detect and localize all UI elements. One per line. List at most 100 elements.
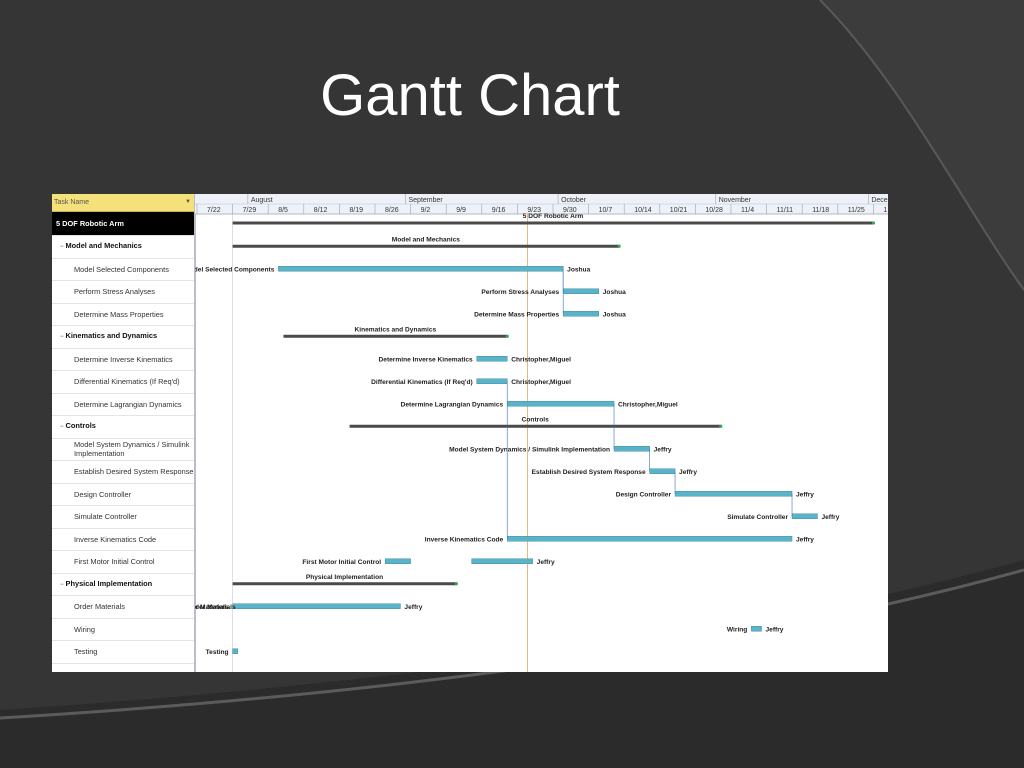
task-row[interactable]: First Motor Initial Control: [52, 551, 194, 574]
task-bar: [476, 378, 508, 384]
task-bar: [232, 603, 401, 609]
task-row[interactable]: −Kinematics and Dynamics: [52, 326, 194, 349]
task-row[interactable]: Differential Kinematics (If Req'd): [52, 371, 194, 394]
bar-label: Inverse Kinematics Code: [425, 536, 504, 543]
task-name: Physical Implementation: [65, 578, 153, 588]
task-name: First Motor Initial Control: [74, 557, 155, 567]
bar-label: Determine Mass Properties: [474, 311, 559, 318]
week-label: 8/12: [314, 207, 328, 214]
task-bar: [384, 558, 411, 564]
task-bar: [232, 648, 238, 654]
resource-label: Jeffry: [537, 559, 555, 566]
task-bar: [507, 536, 793, 542]
bar-label: Determine Lagrangian Dynamics: [401, 401, 504, 408]
collapse-icon[interactable]: −: [60, 581, 64, 588]
collapse-icon[interactable]: −: [60, 424, 64, 431]
bar-label: Model Selected Components: [195, 266, 275, 273]
milestone-marker: [454, 582, 458, 586]
bar-label: Model and Mechanics: [392, 236, 460, 243]
task-row[interactable]: Determine Mass Properties: [52, 304, 194, 326]
week-label: 8/5: [278, 207, 288, 214]
bar-label: Order Materials: [195, 604, 229, 611]
bar-label: Model System Dynamics / Simulink Impleme…: [449, 446, 610, 453]
week-label: 1: [883, 207, 887, 214]
month-label: September: [409, 197, 444, 204]
task-row[interactable]: −Physical Implementation: [52, 574, 194, 596]
task-row[interactable]: Perform Stress Analyses: [52, 281, 194, 304]
bar-label: Differential Kinematics (If Req'd): [371, 379, 473, 386]
task-name: Determine Lagrangian Dynamics: [74, 399, 182, 409]
resource-label: Jeffry: [679, 469, 697, 476]
month-label: Dece: [871, 197, 887, 204]
task-bar: [507, 401, 615, 407]
bar-label: Testing: [206, 649, 229, 656]
month-label: November: [719, 197, 752, 204]
task-row[interactable]: −Controls: [52, 416, 194, 439]
task-name: Determine Mass Properties: [74, 309, 164, 319]
summary-bar: [283, 334, 508, 338]
week-label: 11/11: [777, 207, 794, 214]
task-bar: [613, 446, 650, 452]
task-name-pane: Task Name ▼ 5 DOF Robotic Arm−Model and …: [52, 194, 196, 672]
task-row[interactable]: Model System Dynamics / Simulink Impleme…: [52, 439, 194, 461]
task-row[interactable]: Inverse Kinematics Code: [52, 529, 194, 551]
bar-label: Perform Stress Analyses: [481, 289, 559, 296]
week-label: 10/7: [599, 207, 613, 214]
task-name: Model and Mechanics: [65, 241, 142, 251]
task-row[interactable]: Determine Inverse Kinematics: [52, 349, 194, 371]
task-name-header[interactable]: Task Name ▼: [52, 194, 194, 212]
task-row[interactable]: Wiring: [52, 619, 194, 641]
resource-label: Christopher,Miguel: [618, 401, 678, 408]
dropdown-arrow-icon[interactable]: ▼: [185, 199, 191, 205]
task-bar: [278, 266, 564, 272]
bar-label: Physical Implementation: [306, 574, 383, 581]
task-name: Differential Kinematics (If Req'd): [74, 377, 180, 387]
task-name-header-label: Task Name: [54, 199, 90, 206]
task-name: Model Selected Components: [74, 264, 169, 274]
collapse-icon[interactable]: −: [60, 334, 64, 341]
week-label: 7/22: [207, 207, 221, 214]
task-row[interactable]: Order Materials: [52, 596, 194, 619]
resource-label: Joshua: [603, 289, 626, 296]
task-name: Simulate Controller: [74, 512, 137, 522]
resource-label: Christopher,Miguel: [511, 379, 571, 386]
resource-label: Jeffry: [796, 536, 814, 543]
task-row[interactable]: −Model and Mechanics: [52, 236, 194, 259]
task-row[interactable]: 5 DOF Robotic Arm: [52, 212, 194, 236]
task-row[interactable]: Testing: [52, 641, 194, 664]
bar-label: Controls: [522, 416, 549, 423]
task-name: Order Materials: [74, 602, 125, 612]
milestone-marker: [719, 424, 723, 428]
bar-label: Determine Inverse Kinematics: [379, 356, 474, 363]
resource-label: Jeffry: [404, 604, 422, 611]
week-label: 11/4: [741, 207, 754, 214]
week-label: 7/29: [243, 207, 257, 214]
week-label: 8/26: [385, 207, 399, 214]
task-bar: [476, 356, 508, 362]
resource-label: Jeffry: [796, 491, 814, 498]
task-name: Testing: [74, 647, 98, 657]
task-name: Kinematics and Dynamics: [65, 331, 158, 341]
task-row[interactable]: Determine Lagrangian Dynamics: [52, 394, 194, 416]
resource-label: Jeffry: [654, 446, 672, 453]
task-name: Establish Desired System Response: [74, 467, 194, 477]
summary-bar: [232, 221, 874, 225]
task-bar: [674, 491, 793, 497]
resource-label: Joshua: [603, 311, 626, 318]
task-row[interactable]: Simulate Controller: [52, 506, 194, 529]
task-name: Inverse Kinematics Code: [74, 534, 157, 544]
week-label: 8/19: [349, 207, 363, 214]
task-bar: [751, 626, 762, 632]
collapse-icon[interactable]: −: [60, 244, 64, 251]
milestone-marker: [617, 244, 621, 248]
task-row[interactable]: Model Selected Components: [52, 259, 194, 281]
task-bar: [562, 288, 599, 294]
milestone-marker: [871, 221, 876, 225]
bar-label: Design Controller: [616, 491, 672, 498]
task-row[interactable]: Establish Desired System Response: [52, 461, 194, 484]
week-label: 9/16: [492, 207, 506, 214]
resource-label: Joshua: [567, 266, 590, 273]
slide-title: Gantt Chart: [320, 63, 620, 128]
task-row[interactable]: Design Controller: [52, 484, 194, 506]
